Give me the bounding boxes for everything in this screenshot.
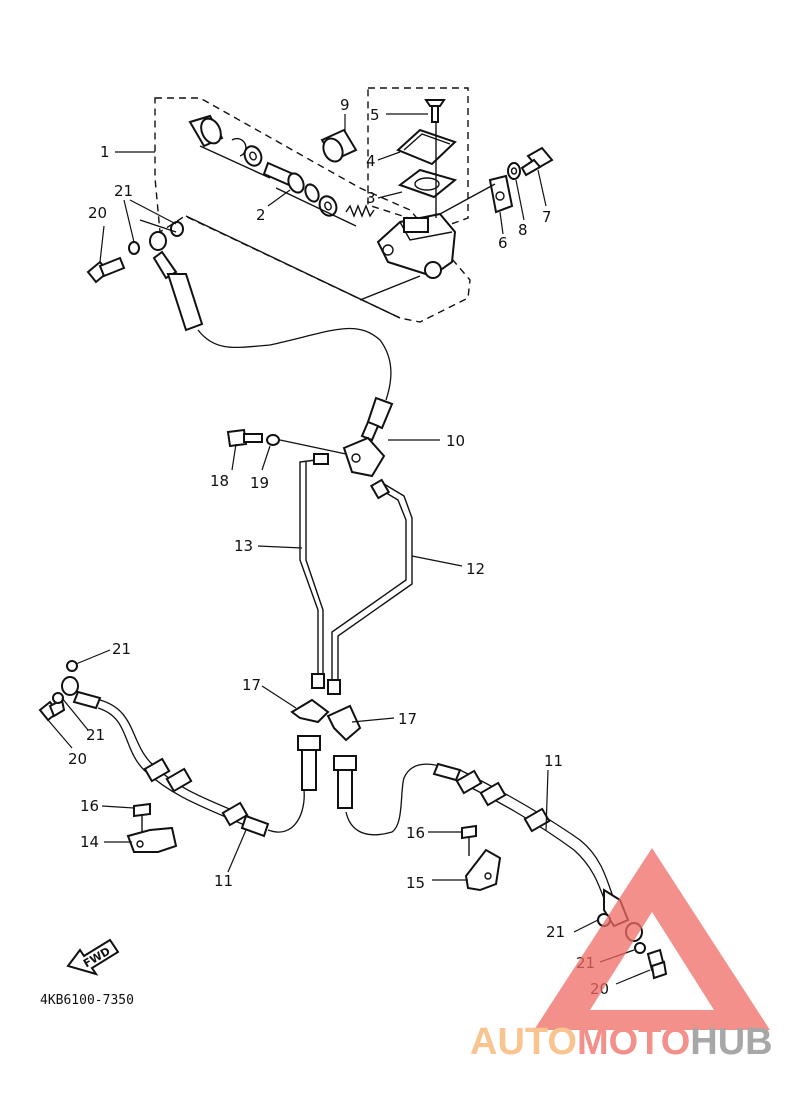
callout-16-left: 16 (80, 797, 99, 815)
callout-3: 3 (366, 189, 376, 207)
reservoir-screw (424, 99, 446, 123)
left-washer (52, 692, 64, 704)
left-caliper-hose (61, 660, 270, 838)
callout-7: 7 (542, 208, 552, 226)
callout-5: 5 (370, 106, 380, 124)
left-hose-bracket (126, 826, 178, 853)
callout-2: 2 (256, 206, 266, 224)
automotohub-watermark: AUTOMOTOHUB (470, 848, 773, 1063)
watermark-moto: MOTO (577, 1021, 690, 1063)
holder-bolt (520, 146, 554, 177)
piston (262, 161, 320, 203)
diaphragm (397, 168, 458, 199)
left-pipe-end (297, 735, 321, 791)
dust-sleeve (320, 128, 358, 163)
union-bolt-top (86, 256, 126, 284)
holder-washer (507, 162, 521, 180)
watermark-triangle-icon (534, 848, 770, 1030)
watermark-text: AUTOMOTOHUB (470, 1021, 773, 1063)
callout-11-right: 11 (544, 752, 563, 770)
pipe-clip-right (326, 704, 362, 742)
master-cylinder-assembly-boundary (154, 97, 471, 323)
master-cylinder-hose (197, 327, 392, 401)
piston-boot (188, 114, 224, 148)
callout-20-left: 20 (68, 750, 87, 768)
callout-11-left: 11 (214, 872, 233, 890)
callout-21-left-lower: 21 (86, 726, 105, 744)
callout-8: 8 (518, 221, 528, 239)
drawing-code: 4KB6100-7350 (40, 993, 134, 1008)
callout-18: 18 (210, 472, 229, 490)
watermark-hub: HUB (690, 1021, 772, 1063)
pipe-clip-left (290, 698, 330, 724)
holder-bracket (488, 174, 514, 214)
callout-14: 14 (80, 833, 99, 851)
copper-washer-top-2 (170, 221, 184, 237)
joint-washer (266, 434, 280, 446)
right-bracket-bolt (461, 824, 477, 856)
reservoir-kit-boundary (367, 87, 469, 229)
master-cylinder-hose-fitting (149, 231, 204, 332)
brake-pipe-left (299, 459, 324, 680)
leader-lines (47, 113, 651, 985)
assembly-guide-lines (139, 122, 496, 455)
right-pipe-end (333, 755, 357, 809)
right-union-bolt (646, 948, 668, 980)
callout-20-top: 20 (88, 204, 107, 222)
callout-10: 10 (446, 432, 465, 450)
piston-seal-rear (318, 195, 338, 217)
piston-seal-front (243, 145, 263, 167)
right-hose-to-pipe (345, 763, 441, 836)
callout-15: 15 (406, 874, 425, 892)
callout-21-left-upper: 21 (112, 640, 131, 658)
callout-19: 19 (250, 474, 269, 492)
callout-1: 1 (100, 143, 110, 161)
brake-hose-joint (342, 396, 394, 478)
callout-17-left: 17 (242, 676, 261, 694)
brake-pipe-right (331, 483, 413, 690)
watermark-auto: AUTO (470, 1021, 577, 1063)
joint-bolt (226, 428, 263, 448)
master-cylinder-body (376, 212, 457, 279)
callout-9: 9 (340, 96, 350, 114)
callout-12: 12 (466, 560, 485, 578)
callout-17-right: 17 (398, 710, 417, 728)
left-bracket-bolt (133, 802, 151, 832)
left-hose-to-pipe (267, 780, 305, 833)
pipe-fittings (311, 453, 391, 695)
reservoir-cap (396, 128, 457, 166)
callout-21-top: 21 (114, 182, 133, 200)
callout-4: 4 (366, 152, 376, 170)
callout-labels: 1 2 3 4 5 6 7 8 9 10 11 11 12 13 14 15 1… (68, 96, 609, 998)
callout-21-right-upper: 21 (546, 923, 565, 941)
copper-washer-top-1 (128, 241, 140, 255)
right-hose-bracket (464, 848, 502, 892)
right-washer-2 (634, 942, 646, 954)
return-spring (345, 204, 375, 218)
circlip (231, 137, 247, 157)
callout-6: 6 (498, 234, 508, 252)
callout-13: 13 (234, 537, 253, 555)
forward-direction-arrow: FWD (66, 938, 120, 976)
callout-16-right: 16 (406, 824, 425, 842)
